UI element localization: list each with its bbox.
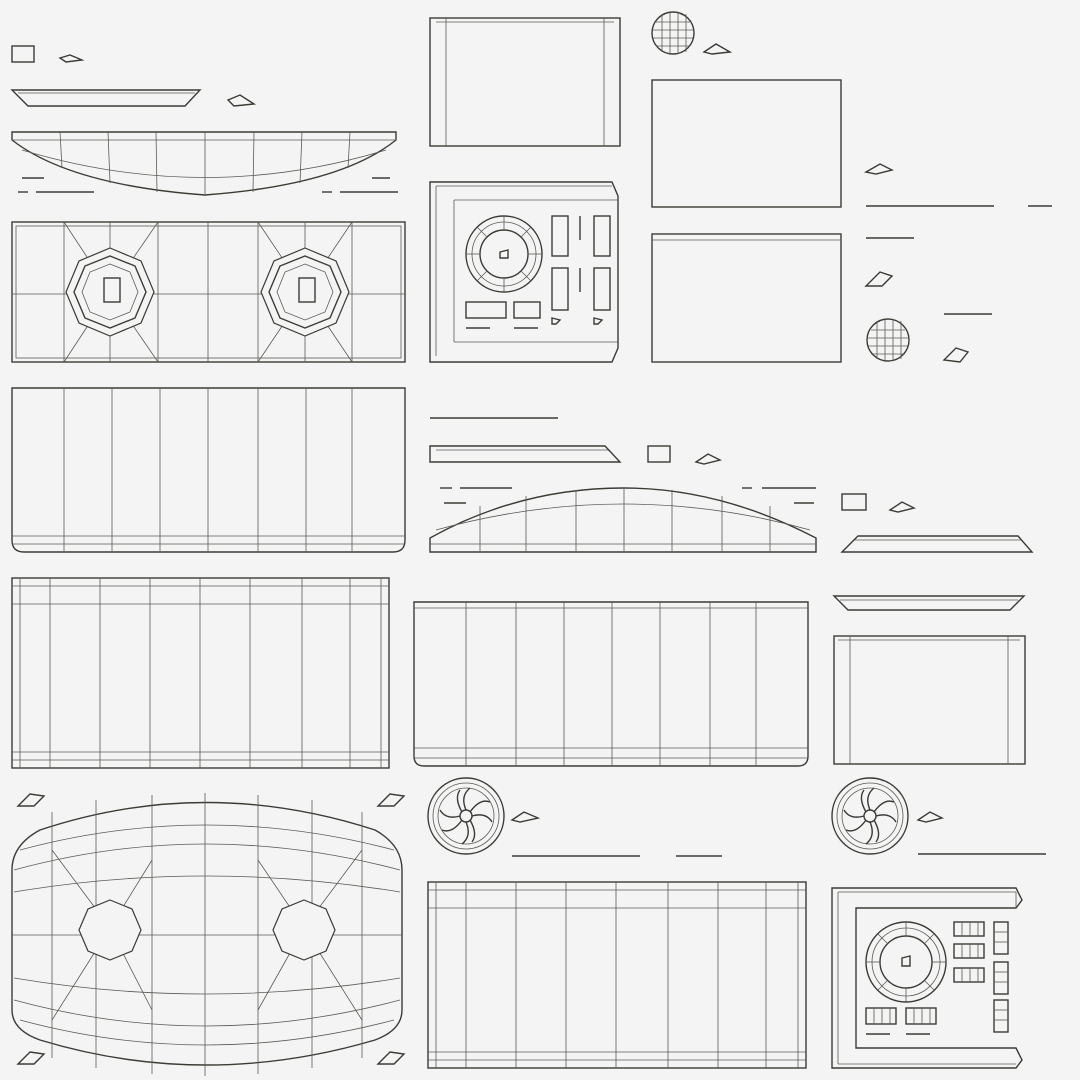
stove-top-island [11, 221, 406, 363]
small-fragment-island [864, 271, 894, 287]
glass-panel-island [651, 79, 842, 208]
small-fragment-island [888, 501, 917, 513]
side-panel-island-left [11, 577, 390, 769]
small-fragment-island [16, 1051, 46, 1065]
glass-panel-island [651, 233, 842, 363]
small-fragment-island [58, 54, 85, 63]
back-panel-island [413, 601, 809, 767]
small-fragment-island [510, 811, 541, 823]
small-fragment-island [376, 1051, 406, 1065]
curved-strip-island [11, 131, 397, 196]
small-rect-island [11, 45, 35, 63]
small-fragment-island [916, 811, 945, 823]
top-strip-island [429, 445, 622, 463]
oven-door-island [429, 17, 621, 147]
front-panel-island [11, 387, 406, 553]
bottom-panel-island [11, 793, 403, 1076]
small-fragment-island [702, 43, 733, 55]
small-fragment-island [226, 94, 257, 107]
wheel-island [831, 777, 909, 855]
small-fragment-island [942, 347, 970, 363]
small-rect-island [647, 445, 671, 463]
curved-strip-island [429, 487, 817, 553]
small-fragment-island [376, 793, 406, 807]
top-strip-island [832, 595, 1026, 611]
small-fragment-island [694, 453, 723, 465]
control-panel-island [429, 181, 619, 363]
control-panel-island [831, 887, 1023, 1069]
knob-island [651, 11, 695, 55]
small-rect-island [841, 493, 867, 511]
top-left-cluster [10, 45, 398, 196]
small-fragment-island [16, 793, 46, 807]
top-strip-island [840, 535, 1034, 553]
small-fragment-island [864, 163, 895, 175]
knob-island [866, 318, 910, 362]
side-panel-island-bottom [427, 881, 807, 1069]
oven-door-island [833, 635, 1026, 765]
wheel-island [427, 777, 505, 855]
top-strip-island [10, 89, 202, 107]
